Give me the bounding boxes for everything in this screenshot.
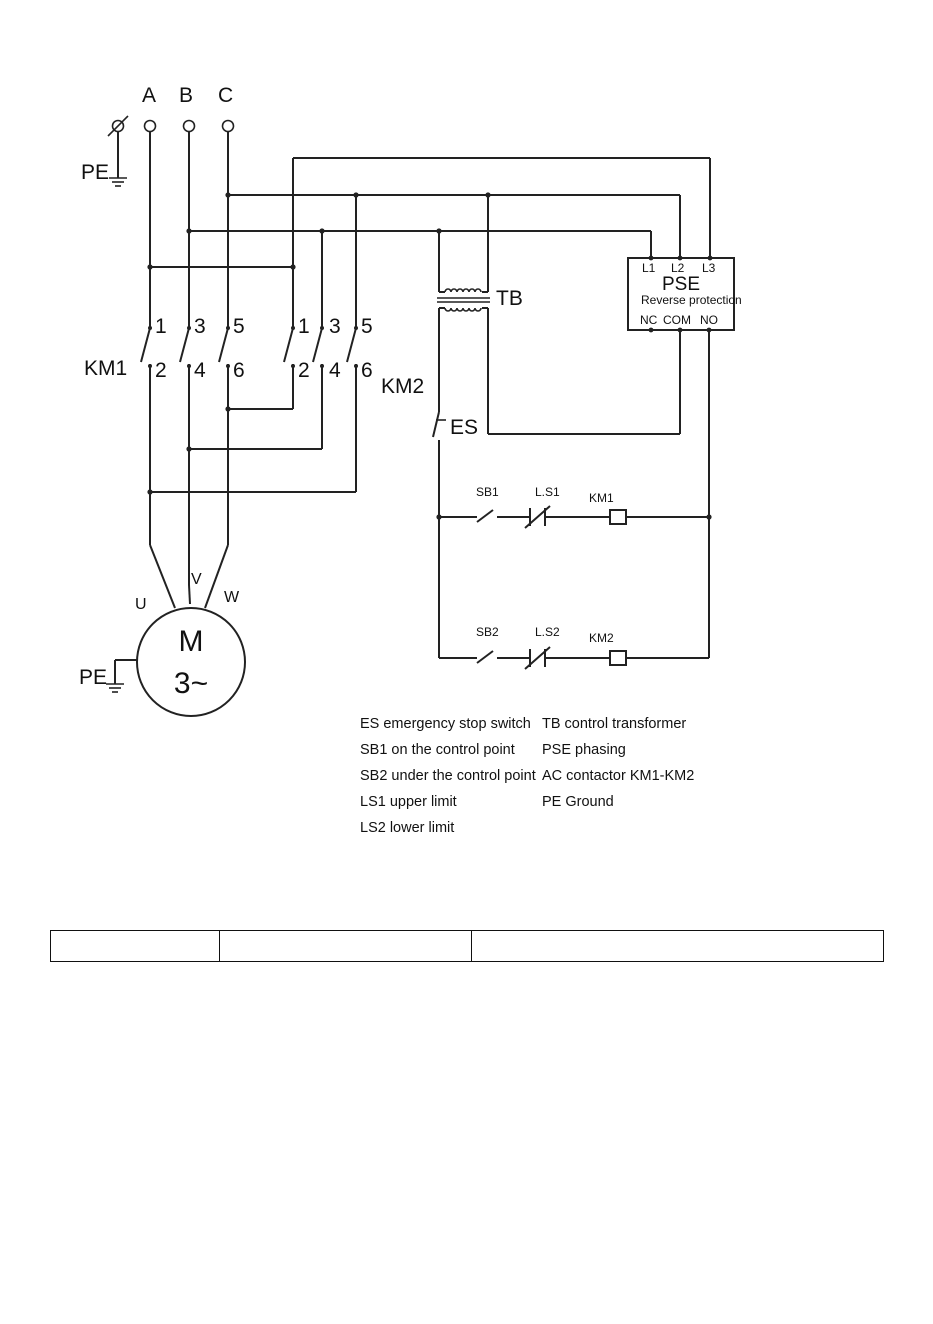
legend: ES emergency stop switch SB1 on the cont… [360, 716, 694, 836]
km2-terminal-2: 2 [298, 359, 310, 382]
top-ground-label: PE [81, 161, 109, 184]
legend-item: PE Ground [542, 794, 614, 810]
km2-terminal-6: 6 [361, 359, 373, 382]
es-switch-symbol [432, 411, 446, 438]
phase-b-label: B [179, 84, 193, 107]
pse-l2-label: L2 [671, 261, 685, 275]
legend-item: PSE phasing [542, 742, 626, 758]
motor-letter: M [179, 625, 204, 658]
table-row [50, 930, 884, 962]
wiring-diagram: A B C PE [79, 84, 742, 836]
footer-table [50, 930, 884, 962]
pse-subtitle: Reverse protection [641, 293, 742, 307]
power-wiring [149, 132, 711, 328]
pse-l1-label: L1 [642, 261, 656, 275]
legend-item: AC contactor KM1-KM2 [542, 768, 694, 784]
ls2-contact-symbol [524, 646, 551, 670]
table-cell [219, 930, 472, 962]
control-wiring [438, 308, 710, 659]
km2-coil-label: KM2 [589, 631, 614, 645]
motor-ground-label: PE [79, 666, 107, 689]
km1-terminal-6: 6 [233, 359, 245, 382]
motor-terminal-v: V [191, 571, 202, 588]
motor-terminal-w: W [224, 589, 240, 606]
km2-terminal-3: 3 [329, 315, 341, 338]
phase-c-label: C [218, 84, 233, 107]
pse-nc-label: NC [640, 313, 658, 327]
top-ground-symbol [107, 115, 129, 187]
ls1-label: L.S1 [535, 485, 560, 499]
sb2-button-symbol [476, 650, 494, 664]
km1-terminal-3: 3 [194, 315, 206, 338]
motor-phase: 3~ [174, 667, 208, 700]
ls2-label: L.S2 [535, 625, 560, 639]
transformer-symbol [437, 288, 490, 312]
es-label: ES [450, 416, 478, 439]
sb1-label: SB1 [476, 485, 499, 499]
pse-no-label: NO [700, 313, 718, 327]
motor-terminal-u: U [135, 596, 147, 613]
legend-item: SB2 under the control point [360, 768, 536, 784]
km2-terminal-4: 4 [329, 359, 341, 382]
km2-label: KM2 [381, 375, 424, 398]
km2-coil-symbol [609, 650, 627, 666]
km1-terminal-2: 2 [155, 359, 167, 382]
motor-ground-symbol [106, 659, 137, 693]
junction-dots [147, 192, 712, 520]
transformer-label: TB [496, 287, 523, 310]
motor-symbol [136, 607, 246, 717]
km2-terminal-1: 1 [298, 315, 310, 338]
km1-terminal-5: 5 [233, 315, 245, 338]
km1-terminal-4: 4 [194, 359, 206, 382]
pse-terminal-dots [648, 255, 713, 333]
table-cell [50, 930, 220, 962]
pse-com-label: COM [663, 313, 691, 327]
legend-item: SB1 on the control point [360, 742, 515, 758]
legend-item: LS2 lower limit [360, 820, 454, 836]
pse-title: PSE [662, 274, 700, 295]
km2-contacts [150, 326, 358, 493]
legend-item: TB control transformer [542, 716, 686, 732]
km2-terminal-5: 5 [361, 315, 373, 338]
pse-l3-label: L3 [702, 261, 716, 275]
km1-contacts [140, 326, 230, 585]
ls1-contact-symbol [524, 505, 551, 529]
sb1-button-symbol [476, 509, 494, 523]
km1-coil-label: KM1 [589, 491, 614, 505]
phase-terminals [143, 119, 235, 133]
phase-a-label: A [142, 84, 156, 107]
legend-item: LS1 upper limit [360, 794, 457, 810]
km1-coil-symbol [609, 509, 627, 525]
motor-leads [149, 544, 229, 609]
km1-label: KM1 [84, 357, 127, 380]
km1-terminal-1: 1 [155, 315, 167, 338]
sb2-label: SB2 [476, 625, 499, 639]
legend-item: ES emergency stop switch [360, 716, 531, 732]
table-cell [471, 930, 884, 962]
